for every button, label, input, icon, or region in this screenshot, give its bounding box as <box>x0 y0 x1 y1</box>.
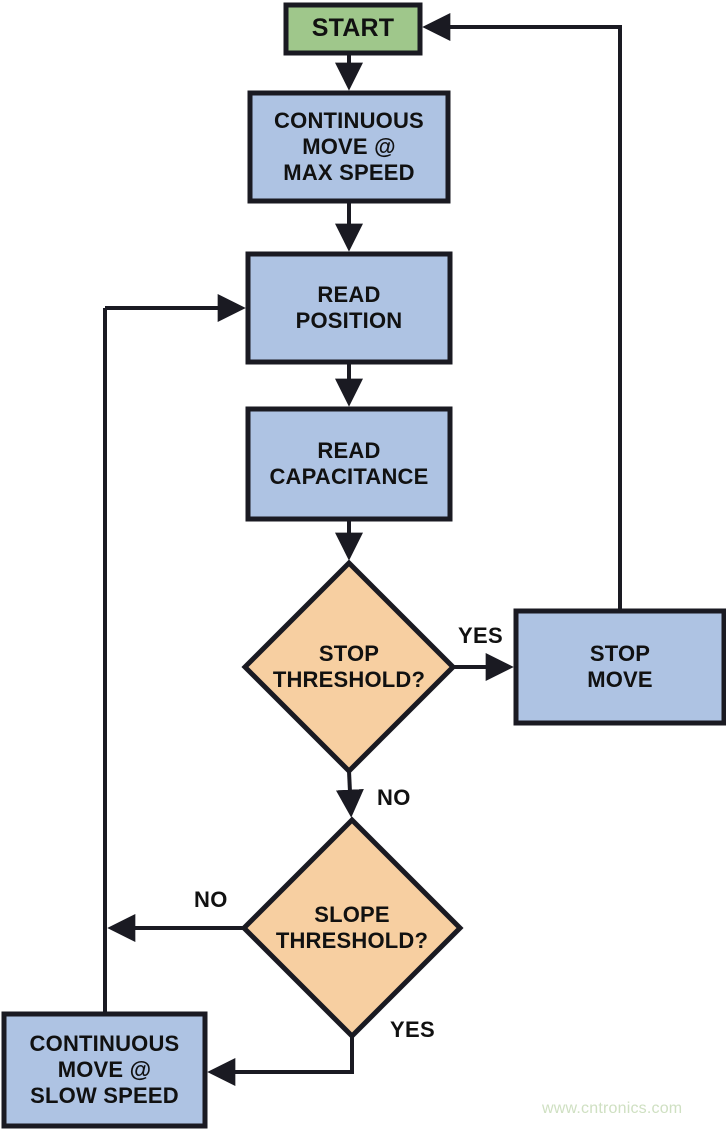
edge-label-yes-slope-threshold: YES <box>390 1017 435 1042</box>
node-slope-threshold-shape[interactable] <box>240 816 464 1040</box>
edge-label-yes-stop-threshold: YES <box>458 623 503 648</box>
edge-stop-threshold-no-to-slope-threshold <box>335 770 364 818</box>
edge-label-no-slope-threshold: NO <box>194 887 228 912</box>
node-stop-move-shape[interactable] <box>513 608 726 726</box>
edge-slope-threshold-yes-to-move-slow <box>207 1036 354 1086</box>
connector-group <box>105 13 622 1086</box>
node-move-slow-shape[interactable] <box>1 1011 208 1129</box>
node-start-shape[interactable] <box>283 2 423 56</box>
edge-label-no-stop-threshold: NO <box>377 785 411 810</box>
node-read-capacitance-shape[interactable] <box>245 406 453 522</box>
node-stop-threshold-shape[interactable] <box>241 559 457 775</box>
node-read-position-shape[interactable] <box>245 251 453 365</box>
node-move-max-shape[interactable] <box>247 90 451 204</box>
watermark-text: www.cntronics.com <box>542 1100 683 1117</box>
edge-stop-move-to-start <box>422 13 622 611</box>
